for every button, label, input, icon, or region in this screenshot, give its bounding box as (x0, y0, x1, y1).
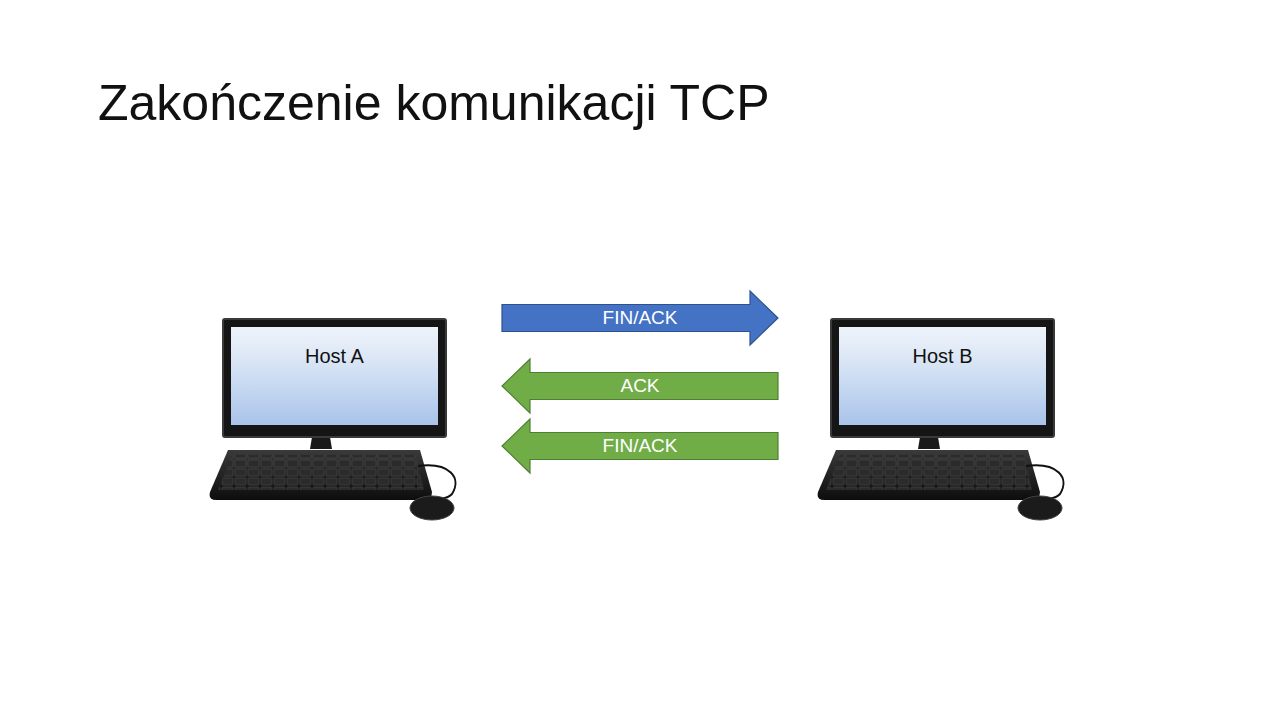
host-label: Host A (224, 320, 445, 368)
computer-a-base (210, 437, 456, 520)
title: Zakończenie komunikacji TCP (98, 74, 770, 132)
block-arrow (502, 291, 778, 345)
monitor-box: Host B (830, 318, 1055, 438)
arrow-label: FIN/ACK (603, 307, 678, 329)
monitor-box: Host A (222, 318, 447, 438)
monitor-screen (839, 327, 1046, 425)
block-arrow (502, 359, 778, 413)
arrow-label: FIN/ACK (603, 435, 678, 457)
host-label: Host B (832, 320, 1053, 368)
monitor-screen (231, 327, 438, 425)
computer-b-base (818, 437, 1064, 520)
block-arrow (502, 419, 778, 473)
arrow-label: ACK (620, 375, 659, 397)
